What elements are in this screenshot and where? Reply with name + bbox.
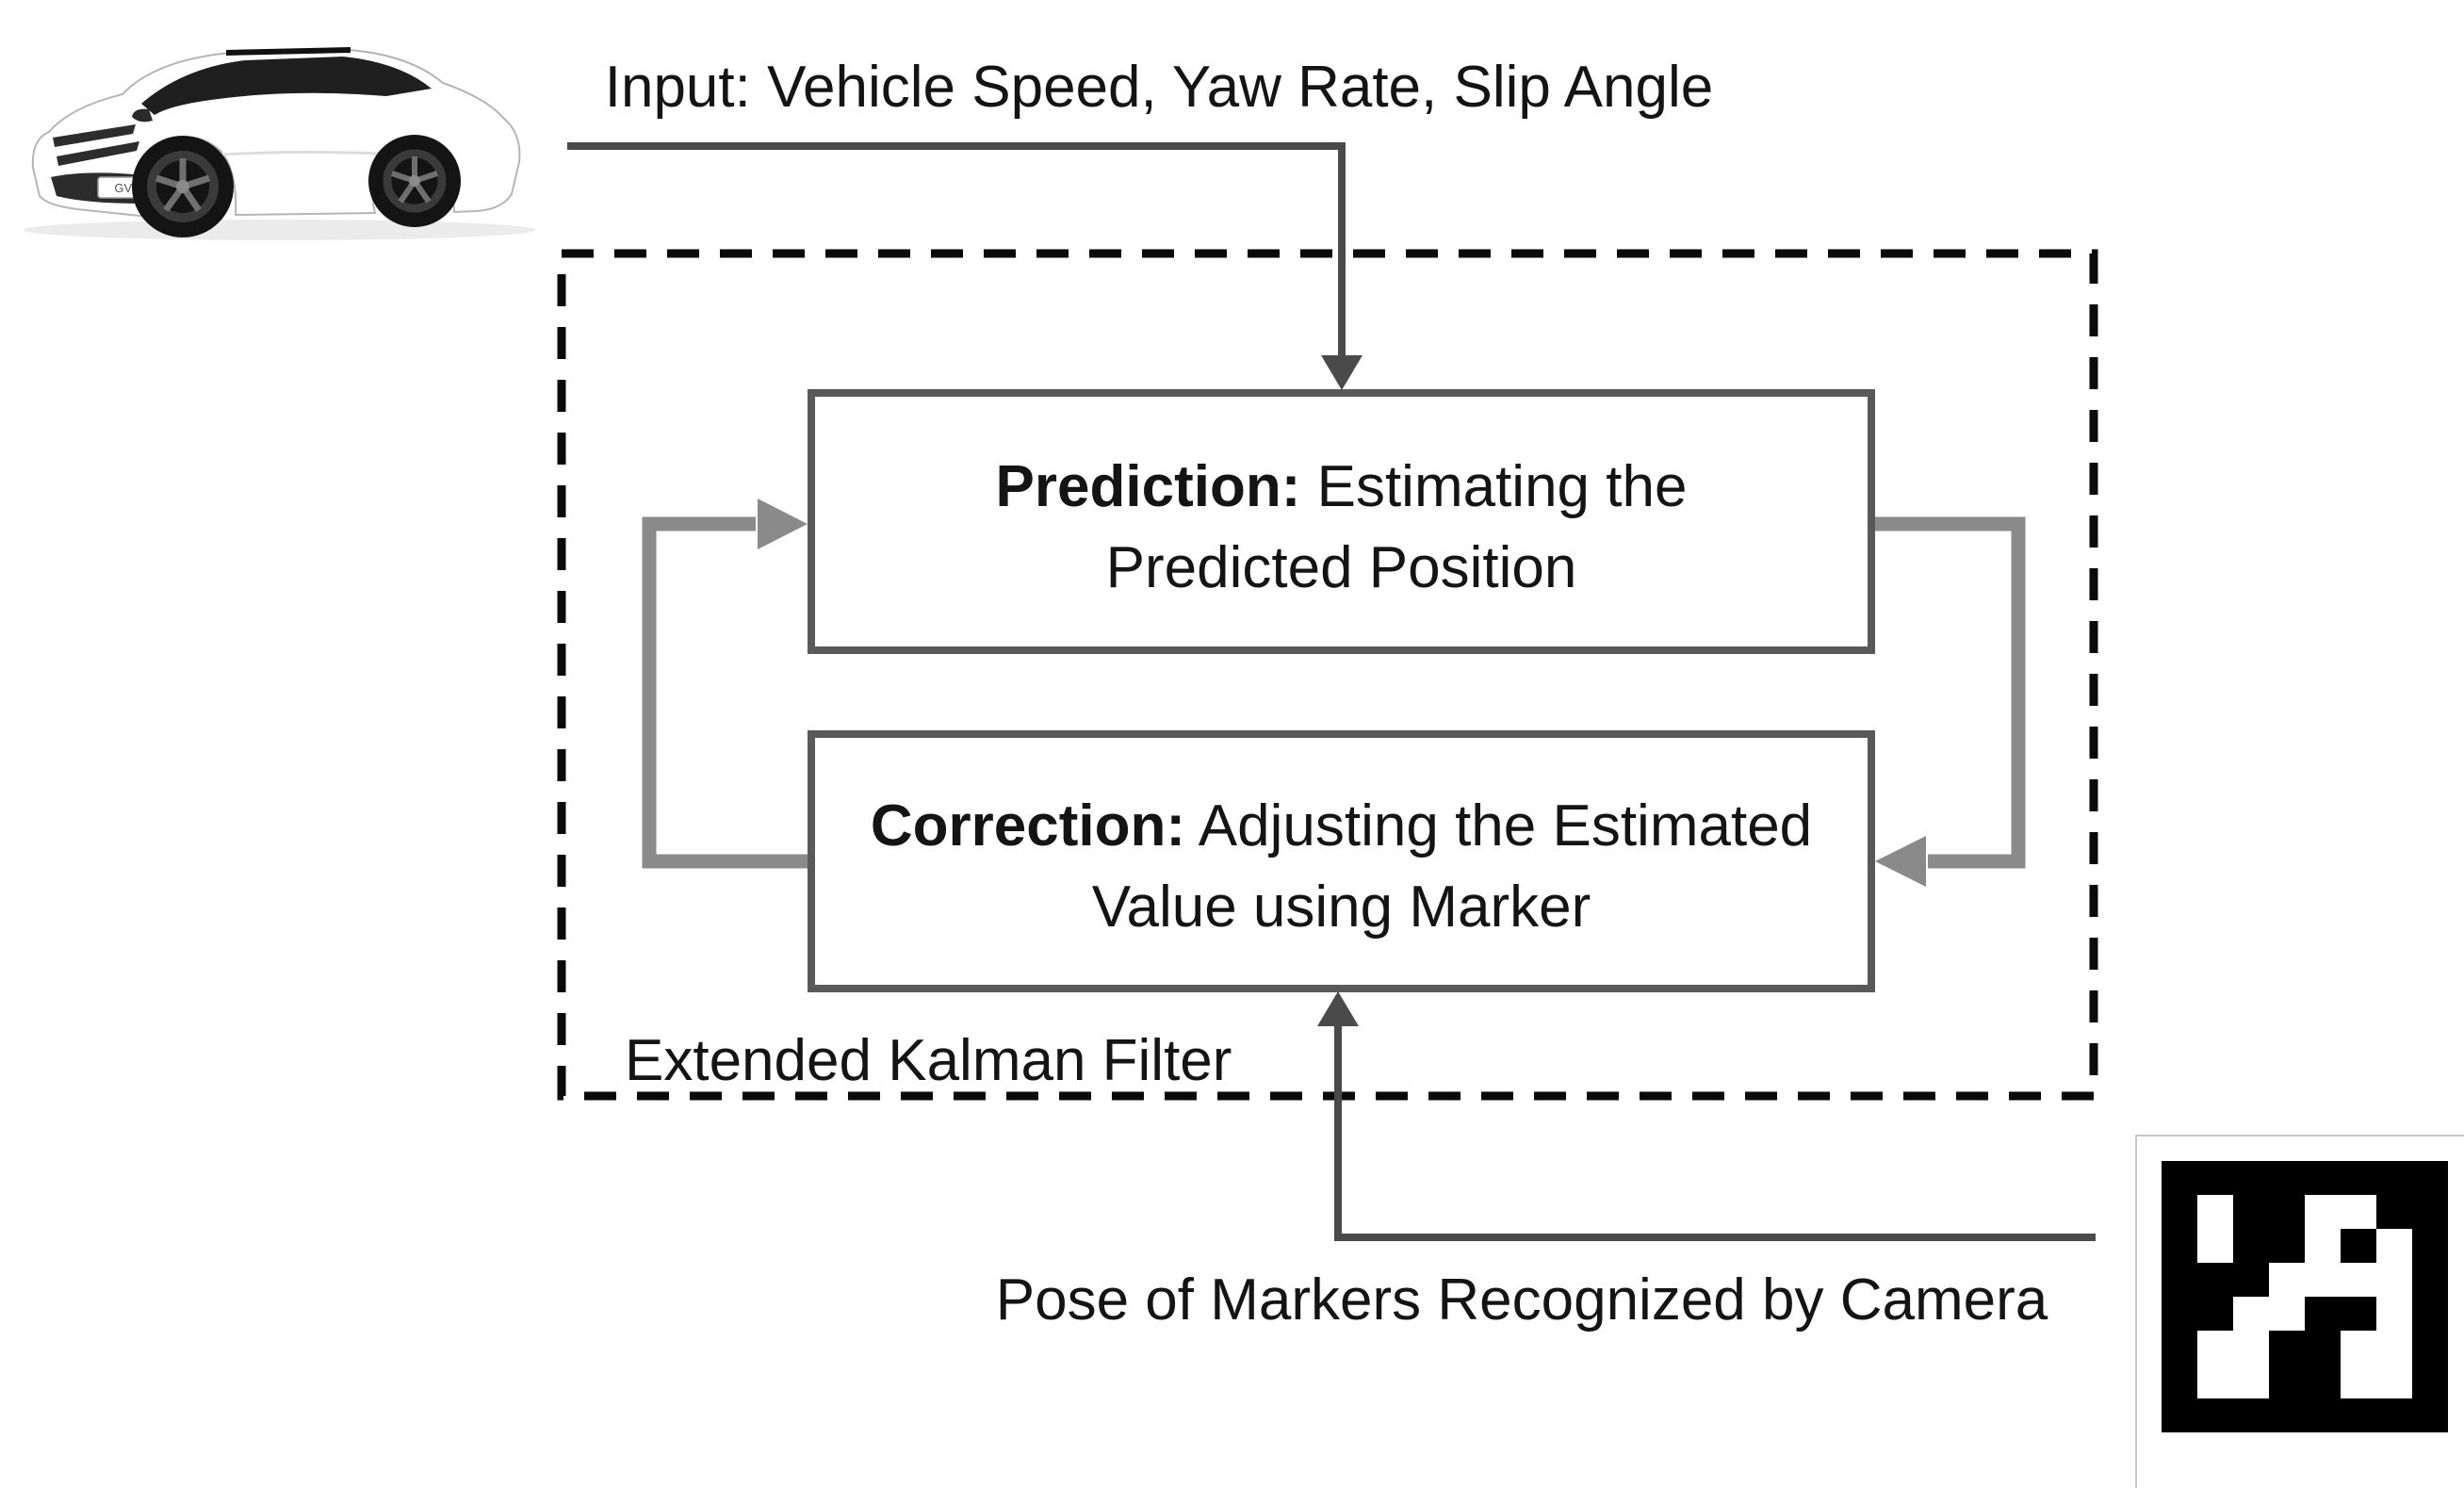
- aruco-cell: [2233, 1229, 2269, 1263]
- aruco-cell: [2233, 1365, 2269, 1398]
- correction-box: Correction: Adjusting the Estimated Valu…: [808, 730, 1875, 992]
- aruco-cell: [2305, 1161, 2341, 1195]
- correction-line1: Correction: Adjusting the Estimated: [871, 786, 1812, 867]
- aruco-cell: [2341, 1161, 2376, 1195]
- aruco-cell: [2162, 1297, 2197, 1331]
- correction-line2: Value using Marker: [1091, 875, 1591, 940]
- aruco-cell: [2269, 1195, 2305, 1229]
- car-headlight-lower: [57, 141, 139, 166]
- prediction-title: Prediction:: [995, 453, 1301, 519]
- feedback-loop-right-arrowhead: [1875, 836, 1926, 887]
- vehicle-image: GV60: [24, 47, 536, 240]
- aruco-cell: [2376, 1331, 2412, 1365]
- aruco-cell: [2269, 1229, 2305, 1263]
- aruco-cell: [2412, 1161, 2448, 1195]
- aruco-cell: [2233, 1398, 2269, 1432]
- car-mirror: [132, 108, 153, 123]
- aruco-marker-card: [2135, 1135, 2464, 1488]
- aruco-cell: [2412, 1331, 2448, 1365]
- aruco-cell: [2197, 1331, 2233, 1365]
- aruco-cell: [2162, 1365, 2197, 1398]
- aruco-cell: [2412, 1229, 2448, 1263]
- aruco-cell: [2162, 1331, 2197, 1365]
- aruco-cell: [2305, 1229, 2341, 1263]
- aruco-cell: [2233, 1263, 2269, 1297]
- aruco-cell: [2162, 1195, 2197, 1229]
- prediction-box: Prediction: Estimating the Predicted Pos…: [808, 389, 1875, 654]
- prediction-line1: Prediction: Estimating the: [996, 447, 1688, 528]
- aruco-cell: [2197, 1229, 2233, 1263]
- aruco-cell: [2197, 1161, 2233, 1195]
- aruco-cell: [2412, 1365, 2448, 1398]
- aruco-cell: [2305, 1331, 2341, 1365]
- feedback-loop-right-line: [1875, 516, 2026, 869]
- input-arrow-line: [567, 142, 1346, 358]
- aruco-cell: [2412, 1398, 2448, 1432]
- aruco-cell: [2412, 1263, 2448, 1297]
- aruco-cell: [2305, 1365, 2341, 1398]
- aruco-cell: [2162, 1263, 2197, 1297]
- aruco-cell: [2341, 1331, 2376, 1365]
- pose-label: Pose of Markers Recognized by Camera: [995, 1267, 2048, 1333]
- aruco-cell: [2412, 1195, 2448, 1229]
- aruco-cell: [2376, 1229, 2412, 1263]
- aruco-cell: [2197, 1297, 2233, 1331]
- aruco-cell: [2376, 1365, 2412, 1398]
- front-wheel: [132, 136, 234, 237]
- marker-arrow-line: [1334, 1025, 2096, 1241]
- aruco-cell: [2269, 1365, 2305, 1398]
- aruco-cell: [2305, 1195, 2341, 1229]
- car-shadow: [24, 220, 536, 240]
- aruco-cell: [2412, 1297, 2448, 1331]
- correction-title: Correction:: [870, 793, 1185, 858]
- aruco-cell: [2233, 1331, 2269, 1365]
- car-windows: [141, 57, 432, 115]
- aruco-cell: [2376, 1195, 2412, 1229]
- aruco-cell: [2197, 1195, 2233, 1229]
- aruco-cell: [2197, 1365, 2233, 1398]
- aruco-cell: [2376, 1161, 2412, 1195]
- aruco-cell: [2341, 1398, 2376, 1432]
- aruco-cell: [2376, 1297, 2412, 1331]
- feedback-loop-left-arrowhead: [758, 499, 808, 549]
- input-arrowhead: [1321, 355, 1363, 390]
- car-headlight-upper: [53, 124, 136, 147]
- aruco-cell: [2341, 1195, 2376, 1229]
- aruco-cell: [2162, 1398, 2197, 1432]
- aruco-cell: [2269, 1263, 2305, 1297]
- aruco-cell: [2305, 1297, 2341, 1331]
- aruco-cell: [2233, 1297, 2269, 1331]
- aruco-cell: [2269, 1161, 2305, 1195]
- aruco-cell: [2197, 1398, 2233, 1432]
- aruco-cell: [2341, 1263, 2376, 1297]
- correction-line1-rest: Adjusting the Estimated: [1184, 793, 1813, 858]
- input-label: Input: Vehicle Speed, Yaw Rate, Slip Ang…: [604, 55, 1714, 120]
- aruco-cell: [2341, 1229, 2376, 1263]
- aruco-cell: [2162, 1161, 2197, 1195]
- aruco-cell: [2305, 1398, 2341, 1432]
- aruco-cell: [2233, 1195, 2269, 1229]
- aruco-cell: [2376, 1398, 2412, 1432]
- aruco-cell: [2305, 1263, 2341, 1297]
- aruco-cell: [2162, 1229, 2197, 1263]
- aruco-cell: [2341, 1297, 2376, 1331]
- aruco-cell: [2341, 1365, 2376, 1398]
- aruco-cell: [2197, 1263, 2233, 1297]
- car-roof-rail: [225, 47, 351, 56]
- rear-wheel: [368, 135, 461, 227]
- aruco-cell: [2233, 1161, 2269, 1195]
- aruco-cell: [2269, 1297, 2305, 1331]
- marker-arrowhead: [1317, 991, 1359, 1026]
- prediction-line1-rest: Estimating the: [1300, 453, 1688, 519]
- prediction-line2: Predicted Position: [1105, 534, 1577, 600]
- aruco-marker: [2162, 1161, 2448, 1432]
- aruco-cell: [2376, 1263, 2412, 1297]
- aruco-cell: [2269, 1398, 2305, 1432]
- ekf-label: Extended Kalman Filter: [625, 1028, 1232, 1093]
- aruco-cell: [2269, 1331, 2305, 1365]
- feedback-loop-left-line: [642, 516, 808, 869]
